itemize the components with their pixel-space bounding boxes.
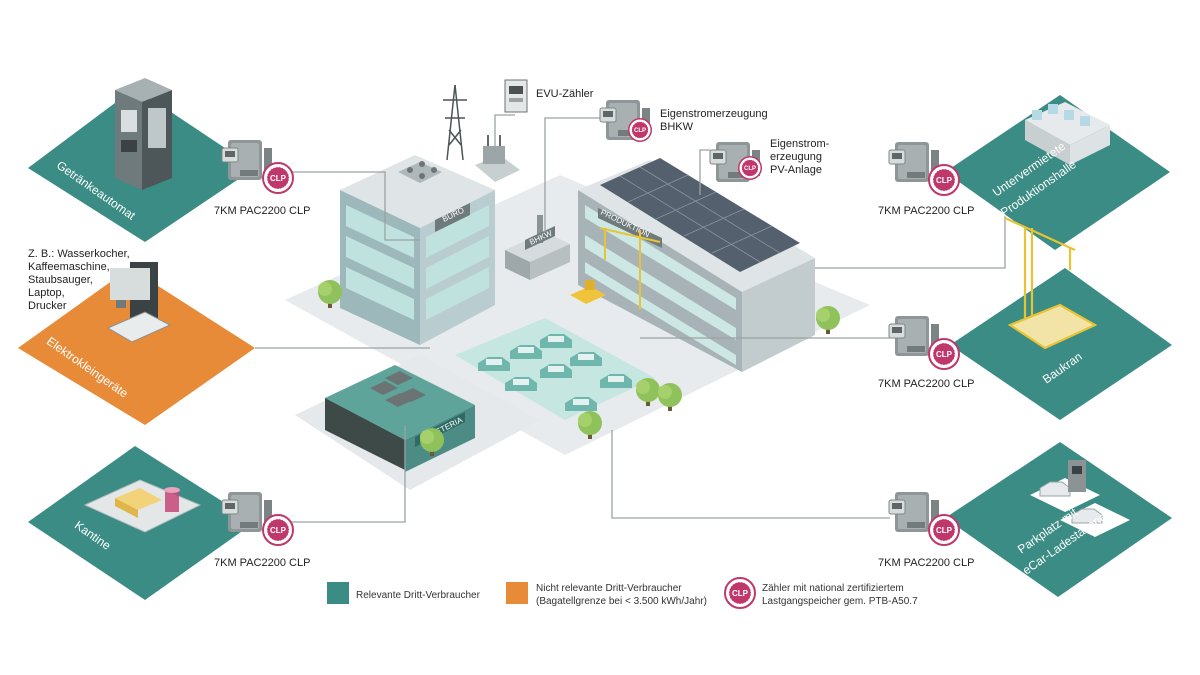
pv-meter-label-3: PV-Anlage: [770, 164, 822, 176]
meter-label-produktionshalle: 7KM PAC2200 CLP: [878, 205, 975, 217]
clp-badge-text: CLP: [270, 174, 287, 183]
evu-meter-label: EVU-Zähler: [536, 88, 594, 100]
examples-line: Staubsauger,: [28, 274, 93, 286]
excavator-icon: [570, 280, 606, 304]
transformer-icon: [475, 135, 520, 182]
clp-badge-text: CLP: [634, 128, 646, 134]
meter-getraenkeautomat: [221, 139, 294, 194]
clp-badge-text: CLP: [744, 166, 756, 172]
meter-label-baukran: 7KM PAC2200 CLP: [878, 378, 975, 390]
chp-plant: BHKW: [505, 215, 570, 280]
pv-meter-label-1: Eigenstrom-: [770, 138, 830, 150]
site-crane-icon: [599, 227, 661, 310]
legend-swatch-not-relevant: [506, 582, 528, 604]
baukran-panel: [950, 268, 1172, 420]
meter-label-getraenkeautomat: 7KM PAC2200 CLP: [214, 205, 311, 217]
power-pylon-icon: [443, 84, 467, 161]
chp-meter-icon: [599, 99, 652, 142]
pv-meter-label-2: erzeugung: [770, 151, 822, 163]
legend-clp-badge-text: CLP: [732, 589, 749, 598]
legend-clp-label-2: Lastgangspeicher gem. PTB-A50.7: [762, 596, 918, 607]
clp-badge-text: CLP: [936, 526, 953, 535]
chp-meter-label-1: Eigenstromerzeugung: [660, 108, 768, 120]
parkplatz-panel: [945, 442, 1172, 597]
elektrokleingeraete-panel: [18, 268, 255, 425]
pv-meter-icon: [709, 141, 762, 183]
produktionshalle-panel: [945, 95, 1170, 250]
legend-clp-label-1: Zähler mit national zertifiziertem: [762, 583, 904, 594]
coffee-machine-icon: [106, 262, 172, 343]
connector-lines: [255, 114, 1006, 523]
food-tray-icon: [83, 479, 202, 533]
examples-line: Kaffeemaschine,: [28, 261, 110, 273]
office-building: BÜRO: [340, 155, 495, 345]
legend-not-relevant-label-2: (Bagatellgrenze bei < 3.500 kWh/Jahr): [536, 596, 707, 607]
clp-badge-text: CLP: [270, 526, 287, 535]
examples-line: Laptop,: [28, 287, 65, 299]
clp-badge-text: CLP: [936, 350, 953, 359]
chp-meter-label-2: BHKW: [660, 121, 693, 133]
examples-line: Drucker: [28, 300, 67, 312]
meter-label-parkplatz: 7KM PAC2200 CLP: [878, 557, 975, 569]
charging-station-icon: [1030, 460, 1130, 537]
production-hall-icon: [1025, 102, 1110, 165]
evu-meter-icon: [504, 79, 528, 113]
clp-badge-text: CLP: [936, 176, 953, 185]
legend-relevant-label: Relevante Dritt-Verbraucher: [356, 590, 480, 601]
crane-icon: [1004, 216, 1098, 350]
meter-produktionshalle: [888, 141, 960, 196]
meter-parkplatz: [888, 491, 960, 546]
meter-label-kantine: 7KM PAC2200 CLP: [214, 557, 311, 569]
legend-not-relevant-label-1: Nicht relevante Dritt-Verbraucher: [536, 583, 682, 594]
meter-baukran: [888, 315, 960, 370]
vending-machine-icon: [115, 78, 172, 190]
legend-swatch-relevant: [327, 582, 349, 604]
examples-line: Z. B.: Wasserkocher,: [28, 248, 130, 260]
